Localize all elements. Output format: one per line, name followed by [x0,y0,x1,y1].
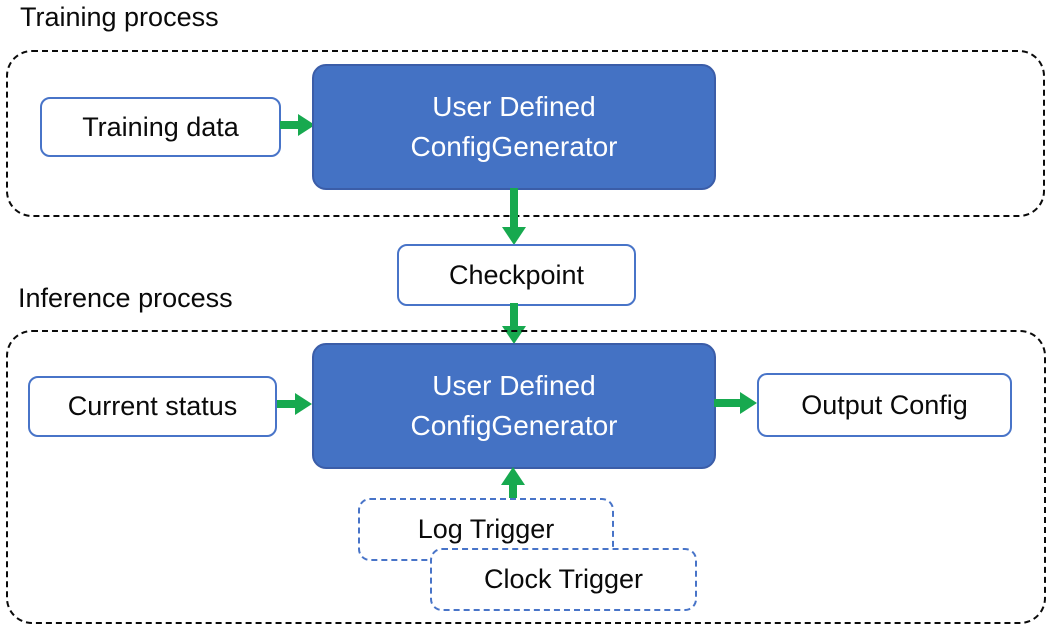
training-data-label: Training data [82,111,239,142]
training-generator-line1: User Defined [432,91,596,122]
inference-process-label: Inference process [18,283,233,313]
clock-trigger-box: Clock Trigger [430,548,697,611]
clock-trigger-label: Clock Trigger [483,564,644,594]
inference-generator-line1: User Defined [432,370,596,401]
current-status-box: Current status [28,376,277,437]
checkpoint-label: Checkpoint [448,259,585,290]
inference-process-region [6,330,1046,624]
training-process-region [6,50,1045,217]
training-process-label: Training process [20,2,219,32]
output-config-label: Output Config [801,389,968,420]
current-status-label: Current status [67,391,238,421]
training-generator-line2: ConfigGenerator [410,131,618,162]
training-generator-box: User Defined ConfigGenerator [312,64,716,190]
training-data-box: Training data [40,97,281,157]
checkpoint-box: Checkpoint [397,244,636,306]
inference-generator-line2: ConfigGenerator [410,410,618,441]
log-trigger-label: Log Trigger [417,514,555,544]
inference-generator-box: User Defined ConfigGenerator [312,343,716,469]
output-config-box: Output Config [757,373,1012,437]
